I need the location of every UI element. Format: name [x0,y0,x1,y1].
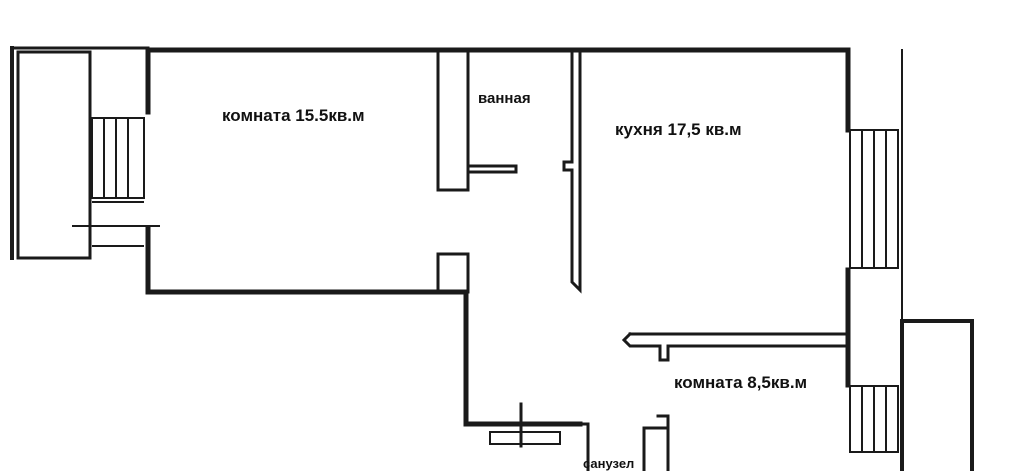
room-label-small-room: комната 8,5кв.м [674,373,808,392]
right-exterior-block [900,319,974,471]
room-label-bathroom: ванная [478,90,531,107]
window-right-upper [849,129,899,269]
window-left [72,117,160,247]
inner-wall-lower-left [145,289,583,427]
wc-wall-inner [642,414,670,471]
kitchen-wall [562,52,582,294]
windows [72,117,899,453]
wc-door-frame [489,431,561,445]
room-label-large-room: комната 15.5кв.м [222,106,365,125]
room-label-wc: санузел [583,456,635,471]
walls [10,46,974,471]
room-label-kitchen: кухня 17,5 кв.м [615,120,742,139]
small-room-partition [621,331,850,362]
wc-right-post [574,422,590,471]
window-right-lower [849,385,899,453]
bathroom-partition [436,52,518,192]
column [436,252,470,294]
left-annex [16,50,92,260]
outer-wall-main [145,47,851,133]
